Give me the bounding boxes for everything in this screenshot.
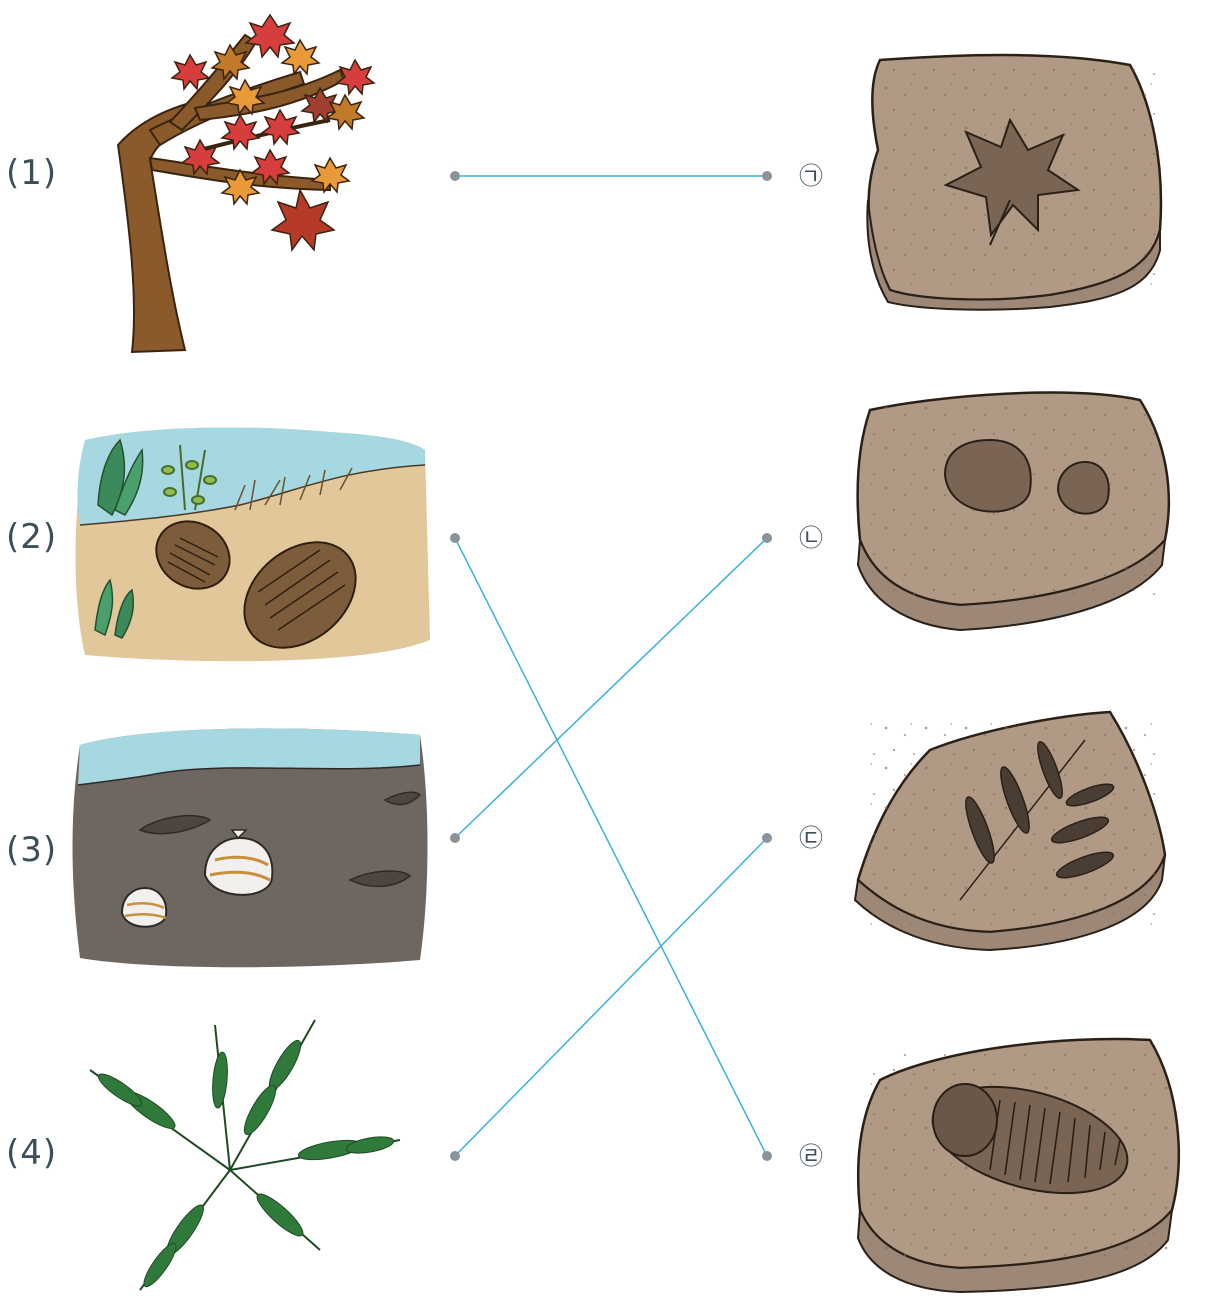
dot-left-4 (450, 1151, 460, 1161)
left-label-1: (1) (6, 153, 57, 193)
connection-dots (450, 171, 772, 1161)
dot-right-2 (762, 533, 772, 543)
fern-image (90, 1020, 400, 1290)
connection-line-3 (455, 538, 767, 838)
trilobite-fossil-image (858, 1039, 1179, 1292)
mud-clams-image (73, 728, 428, 967)
connection-line-4 (455, 838, 767, 1156)
dot-left-1 (450, 171, 460, 181)
fern-fossil-image (855, 712, 1165, 950)
dot-left-2 (450, 533, 460, 543)
dot-right-1 (762, 171, 772, 181)
left-label-2: (2) (6, 517, 57, 557)
dot-right-3 (762, 833, 772, 843)
dot-left-3 (450, 833, 460, 843)
dot-right-4 (762, 1151, 772, 1161)
right-label-4: ㉣ (796, 1141, 826, 1171)
left-label-3: (3) (6, 830, 57, 870)
connection-line-2 (455, 538, 767, 1156)
maple-leaf-fossil-image (867, 55, 1161, 310)
seabed-trilobites-image (76, 427, 430, 669)
left-label-4: (4) (6, 1133, 57, 1173)
right-label-1: ㉠ (796, 161, 826, 191)
right-label-2: ㉡ (796, 523, 826, 553)
maple-tree-image (118, 15, 374, 352)
clam-small (122, 888, 166, 927)
clam-fossil-image (858, 393, 1169, 630)
right-label-3: ㉢ (796, 823, 826, 853)
connection-lines (455, 176, 767, 1156)
